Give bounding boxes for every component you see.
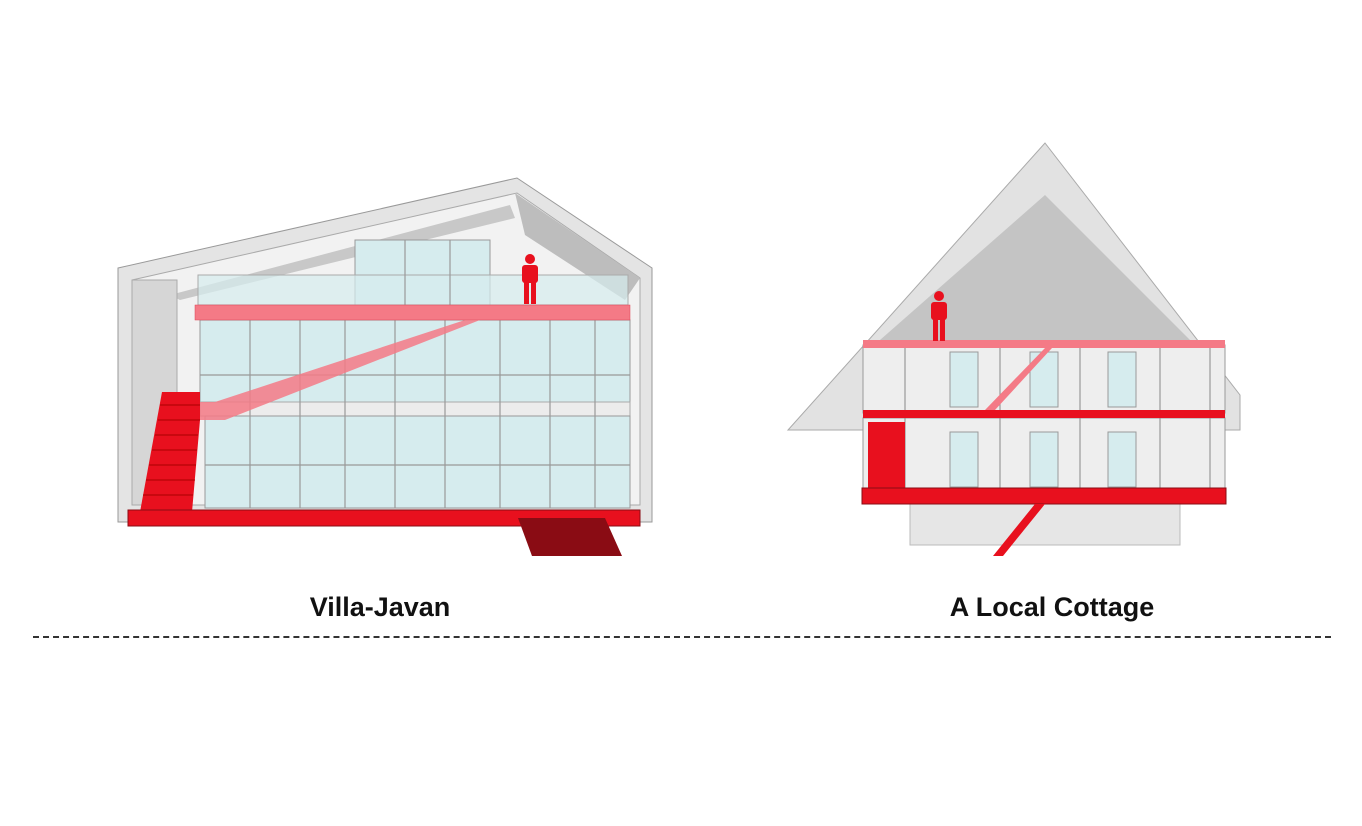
cottage-roof-inner bbox=[880, 195, 1190, 340]
villa-upper-slab bbox=[194, 304, 631, 321]
villa-roof-shadow bbox=[515, 193, 640, 300]
villa-entry-stair bbox=[140, 392, 200, 512]
cottage-ground-slab bbox=[861, 487, 1227, 505]
villa-inner-stair bbox=[200, 320, 480, 420]
local-cottage-label: A Local Cottage bbox=[949, 592, 1155, 622]
cottage-top-slab bbox=[863, 340, 1225, 348]
villa-ramp bbox=[518, 518, 622, 556]
villa-javan-label: Villa-Javan bbox=[309, 592, 451, 622]
cottage-mid-slab bbox=[863, 410, 1225, 418]
cottage-windows bbox=[949, 351, 1137, 488]
person-icon bbox=[931, 291, 947, 341]
cottage-inner-stair bbox=[985, 348, 1052, 410]
villa-stair-treads bbox=[143, 404, 200, 496]
local-cottage-section bbox=[786, 142, 1241, 556]
villa-javan-section bbox=[117, 177, 653, 556]
villa-ground-slab bbox=[127, 509, 641, 527]
villa-upper-rail bbox=[197, 274, 629, 306]
person-icon bbox=[522, 254, 538, 304]
cottage-lower-stair bbox=[868, 422, 905, 490]
cottage-entry-stair bbox=[993, 504, 1045, 556]
villa-low-glass bbox=[204, 415, 631, 509]
cottage-base bbox=[909, 499, 1181, 546]
dashed-divider bbox=[33, 636, 1331, 638]
